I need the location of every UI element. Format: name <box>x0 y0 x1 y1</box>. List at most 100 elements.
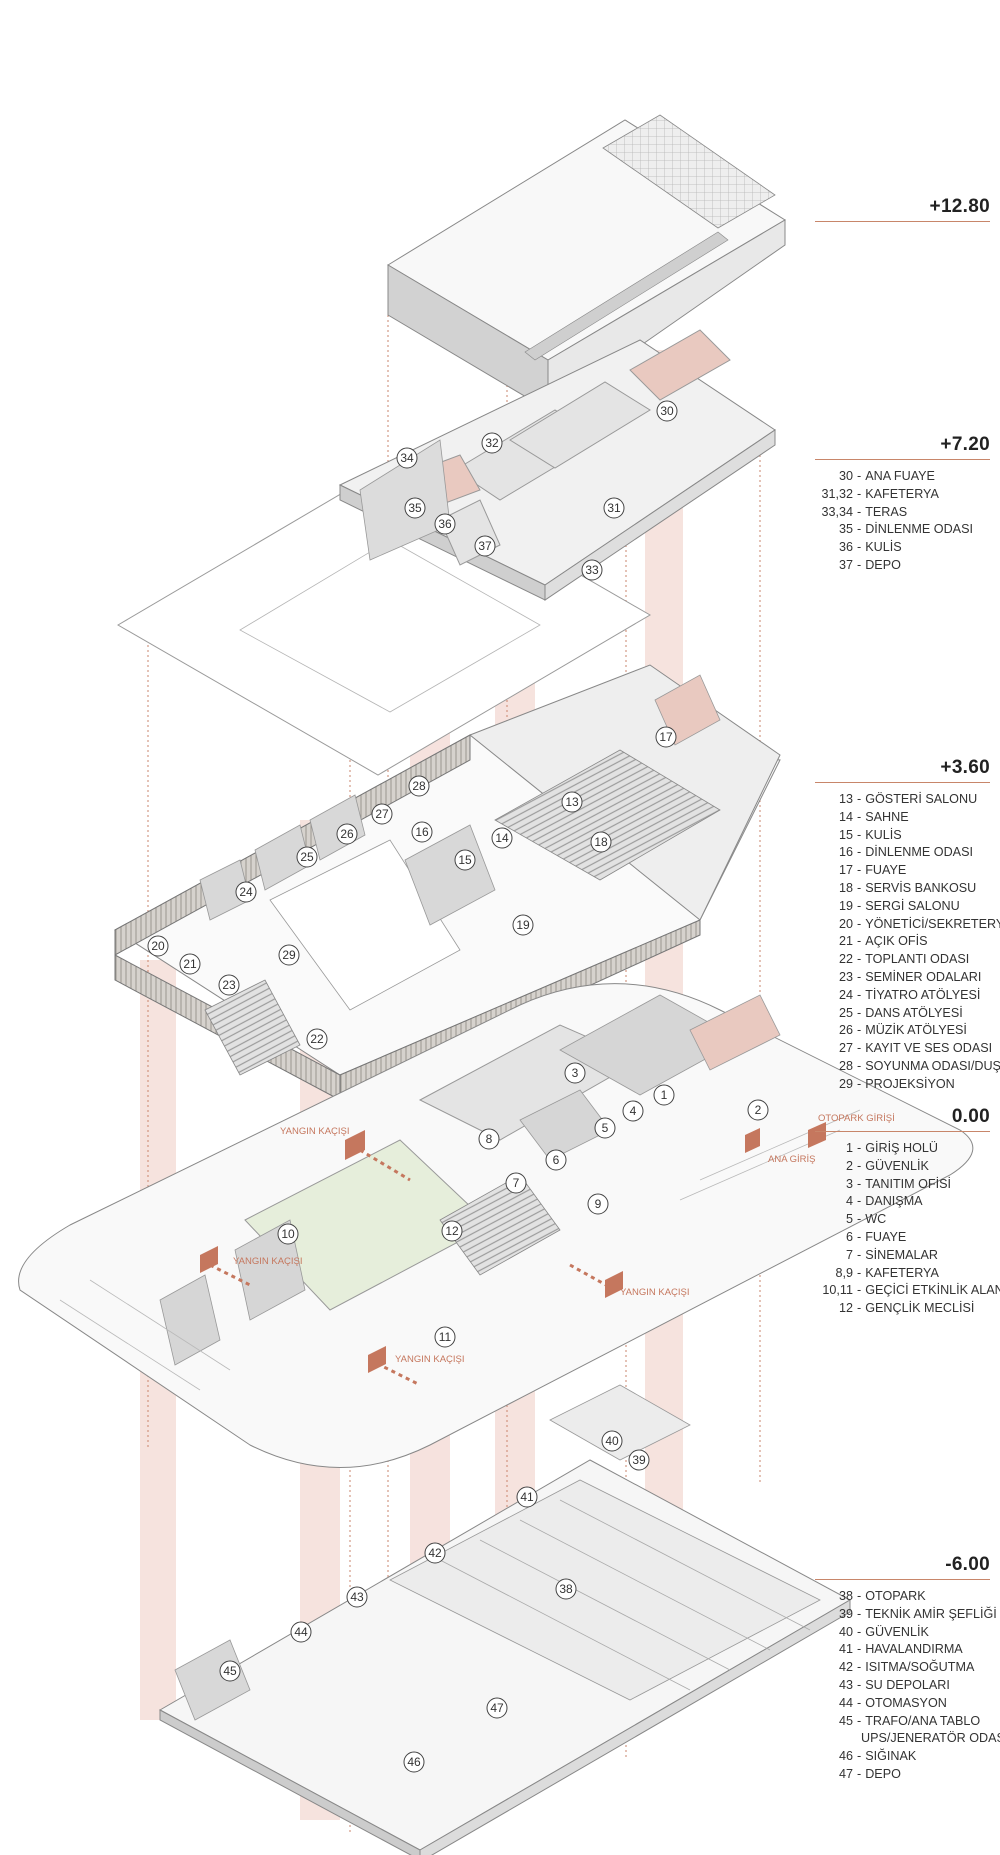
marker-14: 14 <box>491 827 513 849</box>
legend-item: 18-SERVİS BANKOSU <box>815 880 990 898</box>
legend-item: UPS/JENERATÖR ODASI <box>815 1730 1000 1748</box>
legend-item: 41-HAVALANDIRMA <box>815 1641 990 1659</box>
marker-6: 6 <box>545 1149 567 1171</box>
legend-number: 24 <box>838 987 853 1002</box>
svg-text:31: 31 <box>607 501 621 515</box>
legend-number: 17 <box>838 863 853 878</box>
legend-label: DEPO <box>865 1766 901 1781</box>
legend-dash: - <box>857 934 862 949</box>
legend-number: 18 <box>838 880 853 895</box>
svg-text:44: 44 <box>294 1625 308 1639</box>
legend-label: TEKNİK AMİR ŞEFLİĞİ <box>865 1606 997 1621</box>
legend-item: 37-DEPO <box>815 557 990 575</box>
legend-item: 43-SU DEPOLARI <box>815 1677 990 1695</box>
svg-text:36: 36 <box>438 517 452 531</box>
svg-text:15: 15 <box>458 853 472 867</box>
legend-dash: - <box>857 522 862 537</box>
legend-label: GENÇLİK MECLİSİ <box>865 1301 975 1316</box>
legend-number: 45 <box>838 1713 853 1728</box>
legend-label: TOPLANTI ODASI <box>865 952 970 967</box>
legend-dash: - <box>857 1076 862 1091</box>
legend-number: 30 <box>838 469 853 483</box>
legend-dash: - <box>857 1713 862 1728</box>
svg-text:13: 13 <box>565 795 579 809</box>
legend-item: 24-TİYATRO ATÖLYESİ <box>815 987 990 1005</box>
legend-dash: - <box>857 1642 862 1657</box>
legend-dash: - <box>857 952 862 967</box>
legend-dash: - <box>857 1606 862 1621</box>
legend-dash: - <box>857 1301 862 1316</box>
sign-otopark-girisi: OTOPARK GİRİŞİ <box>818 1113 895 1124</box>
legend-number: 44 <box>838 1695 853 1710</box>
svg-text:22: 22 <box>310 1032 324 1046</box>
entrance-and-escape-labels: OTOPARK GİRİŞİ ANA GİRİŞ YANGIN KAÇIŞI Y… <box>233 1113 895 1365</box>
legend-label: SERVİS BANKOSU <box>865 880 977 895</box>
legend-label: TRAFO/ANA TABLO <box>865 1713 981 1728</box>
legend-dash: - <box>857 1695 862 1710</box>
legend-dash: - <box>857 1247 862 1262</box>
level-underline <box>815 1131 990 1132</box>
legend-dash: - <box>857 504 862 519</box>
legend-item: 40-GÜVENLİK <box>815 1624 990 1642</box>
marker-44: 44 <box>290 1621 312 1643</box>
legend-item: 28-SOYUNMA ODASI/DUŞ <box>815 1058 1000 1076</box>
legend-number: 14 <box>838 809 853 824</box>
level-elevation: +3.60 <box>940 757 990 778</box>
marker-29: 29 <box>278 944 300 966</box>
legend-dash: - <box>857 880 862 895</box>
legend-item: 21-AÇIK OFİS <box>815 933 990 951</box>
legend-label: UPS/JENERATÖR ODASI <box>861 1731 1000 1746</box>
legend-label: YÖNETİCİ/SEKRETERYA <box>865 916 1000 931</box>
svg-text:11: 11 <box>439 1330 452 1344</box>
sign-yangin-kacisi-4: YANGIN KAÇIŞI <box>395 1354 465 1365</box>
level-elevation: +7.20 <box>940 434 990 455</box>
legend-label: SOYUNMA ODASI/DUŞ <box>865 1058 1000 1073</box>
svg-text:29: 29 <box>282 948 296 962</box>
svg-text:46: 46 <box>407 1755 421 1769</box>
legend-number: 5 <box>845 1212 853 1227</box>
legend-item: 25-DANS ATÖLYESİ <box>815 1005 990 1023</box>
legend-number: 37 <box>838 557 853 572</box>
legend-number: 2 <box>845 1158 853 1173</box>
legend-label: TANITIM OFİSİ <box>865 1176 952 1191</box>
svg-text:37: 37 <box>478 539 492 553</box>
legend-label: SEMİNER ODALARI <box>865 969 982 984</box>
legend-item: 6-FUAYE <box>815 1229 990 1247</box>
legend-dash: - <box>857 1194 862 1209</box>
svg-text:19: 19 <box>516 918 530 932</box>
marker-46: 46 <box>403 1751 425 1773</box>
legend-label: TERAS <box>865 504 908 519</box>
marker-38: 38 <box>555 1578 577 1600</box>
level-underline <box>815 221 990 222</box>
marker-30: 30 <box>656 400 678 422</box>
marker-26: 26 <box>336 823 358 845</box>
level-underline <box>815 1579 990 1580</box>
marker-17: 17 <box>655 726 677 748</box>
legend-label: KAFETERYA <box>865 486 939 501</box>
marker-27: 27 <box>371 803 393 825</box>
sign-yangin-kacisi-3: YANGIN KAÇIŞI <box>620 1287 690 1298</box>
legend-dash: - <box>857 1677 862 1692</box>
marker-42: 42 <box>424 1542 446 1564</box>
legend-number: 4 <box>845 1194 853 1209</box>
legend-number: 35 <box>838 522 853 537</box>
marker-20: 20 <box>147 935 169 957</box>
level-elevation: -6.00 <box>945 1554 990 1575</box>
marker-25: 25 <box>296 846 318 868</box>
legend-label: GÜVENLİK <box>865 1624 929 1639</box>
legend-number: 36 <box>838 540 853 555</box>
legend-item: 19-SERGİ SALONU <box>815 898 990 916</box>
marker-37: 37 <box>474 535 496 557</box>
legend-number: 15 <box>838 827 853 842</box>
svg-text:25: 25 <box>300 850 314 864</box>
legend-number: 22 <box>838 952 853 967</box>
legend-number: 27 <box>838 1041 853 1056</box>
legend-dash: - <box>857 469 862 483</box>
svg-text:23: 23 <box>222 978 236 992</box>
svg-text:42: 42 <box>428 1546 442 1560</box>
legend-dash: - <box>857 1265 862 1280</box>
legend-dash: - <box>857 557 862 572</box>
